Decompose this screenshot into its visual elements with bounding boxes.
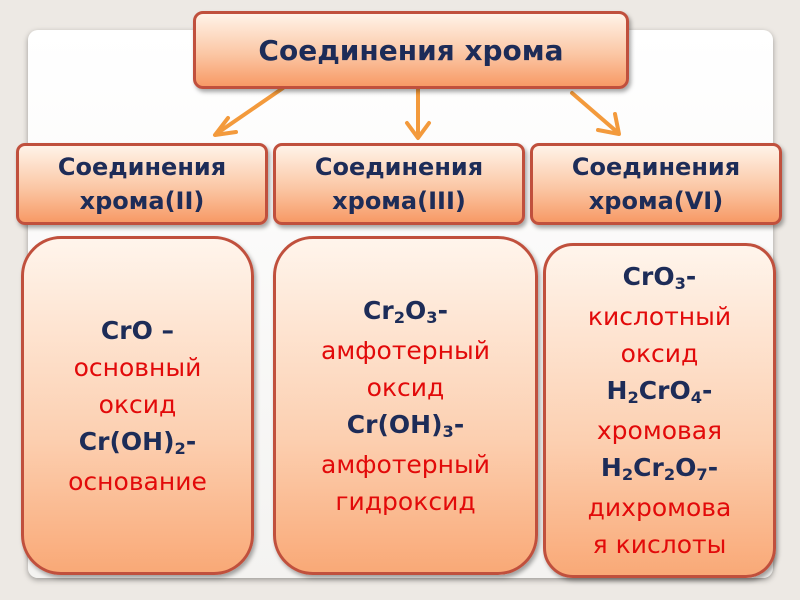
chromium-ii-hydroxide-desc: основание <box>68 466 207 496</box>
chromium-ii-oxide-formula: CrO – <box>100 315 175 345</box>
diagram-title: Соединения хрома <box>258 33 564 67</box>
category-label-line2: хрома(II) <box>79 187 205 215</box>
chromium-iii-hydroxide-desc-2: гидроксид <box>335 486 476 516</box>
category-label-line2: хрома(III) <box>332 187 466 215</box>
detail-chromium-iii: Cr2O3- амфотерный оксид Cr(OH)3- амфотер… <box>273 236 538 575</box>
chromium-iii-oxide-desc-2: оксид <box>366 372 445 402</box>
dichromic-acid-desc-1: дихромова <box>587 493 732 522</box>
chromium-iii-hydroxide-desc-1: амфотерный <box>321 449 490 479</box>
chromium-vi-oxide-formula: CrO3- <box>622 262 697 294</box>
dichromic-acid-desc-2: я кислоты <box>592 530 727 559</box>
chromium-iii-hydroxide-formula: Cr(OH)3- <box>346 409 465 441</box>
chromium-vi-oxide-desc-1: кислотный <box>587 302 732 331</box>
chromium-iii-oxide-formula: Cr2O3- <box>363 295 448 327</box>
detail-chromium-vi: CrO3- кислотный оксид H2CrO4- хромовая H… <box>543 243 776 578</box>
category-chromium-vi: Соединения хрома(VI) <box>530 143 782 225</box>
category-label-line2: хрома(VI) <box>588 187 724 215</box>
title-box: Соединения хрома <box>193 11 629 89</box>
category-chromium-ii: Соединения хрома(II) <box>16 143 268 225</box>
category-chromium-iii: Соединения хрома(III) <box>273 143 525 225</box>
chromium-iii-oxide-desc-1: амфотерный <box>321 335 490 365</box>
chromic-acid-formula: H2CrO4- <box>606 376 713 408</box>
dichromic-acid-formula: H2Cr2O7- <box>600 453 719 485</box>
arrow-to-chromium-iii <box>405 86 431 140</box>
arrow-to-chromium-vi <box>570 91 621 136</box>
chromic-acid-desc: хромовая <box>596 416 723 445</box>
category-label-line1: Соединения <box>571 153 741 181</box>
chromium-ii-oxide-desc-1: основный <box>73 352 202 382</box>
arrow-to-chromium-ii <box>213 86 285 137</box>
chromium-ii-oxide-desc-2: оксид <box>98 389 177 419</box>
chromium-vi-oxide-desc-2: оксид <box>620 339 699 368</box>
detail-chromium-ii: CrO – основный оксид Cr(OH)2- основание <box>21 236 254 575</box>
chromium-ii-hydroxide-formula: Cr(OH)2- <box>78 426 197 458</box>
category-label-line1: Соединения <box>314 153 484 181</box>
category-label-line1: Соединения <box>57 153 227 181</box>
